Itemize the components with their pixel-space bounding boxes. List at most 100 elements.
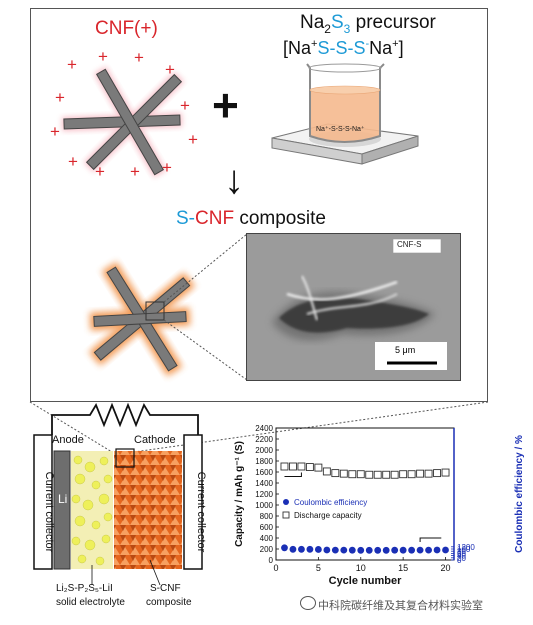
y2-tick-label: 60 xyxy=(457,549,466,558)
precursor-s: S xyxy=(330,12,344,33)
discharge-point xyxy=(441,468,450,477)
discharge-point xyxy=(289,462,297,471)
coated-cnf-illustration xyxy=(88,261,196,377)
discharge-point xyxy=(424,469,433,478)
charge-sign: + xyxy=(188,130,198,149)
x-tick-label: 5 xyxy=(316,563,321,573)
precursor-sub: 3 xyxy=(343,21,351,36)
efficiency-point xyxy=(442,546,449,554)
efficiency-point xyxy=(433,546,441,554)
legend-marker-efficiency xyxy=(283,499,289,505)
y-tick-label: 1000 xyxy=(255,501,273,510)
efficiency-point xyxy=(365,546,373,554)
y-tick-label: 200 xyxy=(260,545,274,554)
y-tick-label: 2000 xyxy=(255,446,273,455)
legend-label-efficiency: Coulombic efficiency xyxy=(294,498,367,507)
cathode-layer xyxy=(114,451,182,569)
cathode-label: Cathode xyxy=(134,434,176,446)
li-label: Li xyxy=(58,492,68,506)
y-tick-label: 1400 xyxy=(255,479,273,488)
y2-tick-label: 20 xyxy=(457,554,466,563)
hotplate-side xyxy=(361,135,419,165)
charge-sign: + xyxy=(134,48,144,67)
efficiency-point xyxy=(416,546,424,554)
y2-tick-label: 1200 xyxy=(457,543,475,552)
legend-label-discharge: Discharge capacity xyxy=(294,511,362,520)
efficiency-point xyxy=(382,546,390,554)
beaker-glass xyxy=(306,63,385,143)
charge-sign: + xyxy=(95,162,105,181)
composite-s: S- xyxy=(176,208,195,229)
beaker-label: Na⁺-S-S-S-Na⁺ xyxy=(316,126,365,133)
discharge-point xyxy=(322,467,331,476)
cell-schematic xyxy=(33,402,203,570)
composite-word: composite xyxy=(234,208,326,229)
composite-title: S-CNF composite xyxy=(176,208,326,230)
composite-cnf: CNF xyxy=(195,208,235,229)
zoom-box xyxy=(145,301,165,321)
sem-fiber xyxy=(301,275,318,321)
y2-tick-label: 100 xyxy=(457,545,471,554)
efficiency-point xyxy=(408,546,416,554)
anode-label: Anode xyxy=(52,434,84,446)
electrolyte-label-2: solid electrolyte xyxy=(56,597,125,608)
sem-fiber xyxy=(306,293,398,315)
sem-particle xyxy=(279,297,429,333)
y-tick-label: 1200 xyxy=(255,490,273,499)
y2-axis-label: Coulombic efficiency / % xyxy=(514,435,525,553)
collector-right-label: Current collector xyxy=(195,471,207,553)
scale-label: 5 μm xyxy=(395,345,416,355)
electrolyte-label-1: Li₂S-P₂S₅-LiI xyxy=(56,583,113,594)
cnf-rod xyxy=(93,311,187,327)
y-tick-label: 600 xyxy=(260,523,274,532)
plus-operator: + xyxy=(212,79,239,131)
collector-left-label: Current collector xyxy=(43,471,55,553)
cathode-comp-label-1: S-CNF xyxy=(150,583,181,594)
down-arrow: ↓ xyxy=(224,158,244,202)
efficiency-point xyxy=(391,546,399,554)
efficiency-point xyxy=(340,546,348,554)
discharge-point xyxy=(356,470,365,479)
efficiency-point xyxy=(348,546,356,554)
beaker-hotplate-illustration xyxy=(271,63,419,165)
legend-marker-discharge xyxy=(282,511,290,519)
external-wire xyxy=(51,402,199,435)
x-tick-label: 0 xyxy=(273,563,278,573)
sem-tag: CNF-S xyxy=(397,240,422,249)
efficiency-point xyxy=(331,546,339,554)
solution-surface xyxy=(309,85,381,95)
scale-box xyxy=(375,342,447,370)
charge-sign: + xyxy=(130,162,140,181)
charge-sign: + xyxy=(165,60,175,79)
discharge-point xyxy=(390,470,399,479)
discharge-point xyxy=(280,462,289,471)
discharge-point xyxy=(407,470,416,479)
y2-tick-label: 80 xyxy=(457,547,466,556)
efficiency-point xyxy=(298,545,305,553)
discharge-point xyxy=(365,470,374,479)
efficiency-point xyxy=(289,545,297,553)
efficiency-point xyxy=(306,545,314,553)
charge-sign: + xyxy=(55,88,65,107)
discharge-point xyxy=(305,463,314,471)
precursor-formula: [Na+S-S-S-Na+] xyxy=(283,38,404,59)
charge-sign: + xyxy=(50,122,60,141)
x-tick-label: 15 xyxy=(398,563,408,573)
y2-tick-label: 0 xyxy=(457,556,462,565)
efficiency-point xyxy=(374,546,382,554)
sem-fiber xyxy=(286,280,398,301)
collector-right xyxy=(183,434,203,570)
formula-bracket: ] xyxy=(398,38,404,58)
charge-sign: + xyxy=(98,47,108,66)
li-anode xyxy=(53,450,71,570)
discharge-point xyxy=(373,470,382,479)
efficiency-point xyxy=(314,546,322,553)
y-axis-label: Capacity / mAh g⁻¹ (S) xyxy=(234,441,245,547)
watermark-text: 中科院碳纤维及其复合材料实验室 xyxy=(318,600,483,612)
efficiency-point xyxy=(323,546,331,554)
formula-charge: + xyxy=(392,38,399,50)
formula-chain: S-S-S xyxy=(317,38,366,58)
discharge-point xyxy=(297,462,306,471)
discharge-point xyxy=(331,469,340,478)
beaker-solution xyxy=(310,90,380,141)
